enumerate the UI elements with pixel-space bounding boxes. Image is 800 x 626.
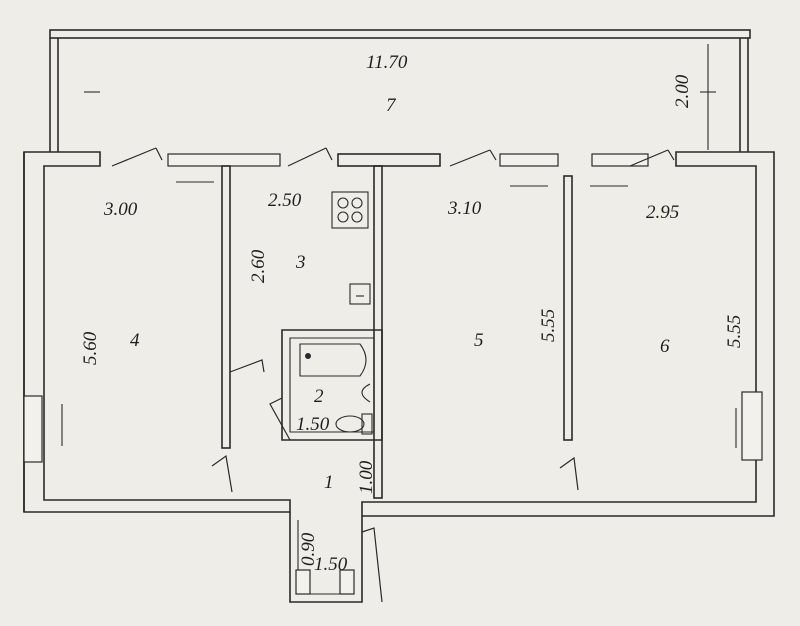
dimension-labels: 11.70 2.00 3.00 5.60 2.50 2.60 3.10 5.55… xyxy=(80,52,745,575)
room-label-6: 6 xyxy=(660,336,670,357)
balcony-doors xyxy=(111,147,675,167)
kitchen-sink-icon xyxy=(349,283,371,305)
window-room5 xyxy=(499,153,559,167)
room4-length: 5.60 xyxy=(80,331,101,365)
room-label-4: 4 xyxy=(130,330,140,351)
washbasin-icon xyxy=(361,383,371,403)
room5-length: 5.55 xyxy=(538,309,559,342)
room-label-5: 5 xyxy=(474,330,484,351)
balcony-depth: 2.00 xyxy=(672,74,693,108)
stove-icon xyxy=(331,191,369,229)
room-label-7: 7 xyxy=(386,95,397,116)
balcony-length: 11.70 xyxy=(366,52,408,73)
room-label-3: 3 xyxy=(295,252,306,273)
interior-doors xyxy=(211,359,579,603)
side-windows xyxy=(23,391,763,463)
toilet-icon xyxy=(335,413,373,435)
balcony xyxy=(49,29,751,152)
window-right xyxy=(741,391,763,461)
room-labels: 7 4 3 2 1 5 6 xyxy=(130,95,670,493)
kitchen-width: 2.50 xyxy=(268,190,302,211)
interior-walls xyxy=(221,165,573,499)
room5-width: 3.10 xyxy=(447,198,482,219)
bathroom-width: 1.50 xyxy=(296,414,330,435)
room6-width: 2.95 xyxy=(646,202,679,223)
hall-width: 1.00 xyxy=(356,460,377,494)
bathtub-icon xyxy=(299,343,367,377)
room-label-1: 1 xyxy=(324,472,334,493)
front-wall xyxy=(167,153,649,187)
window-room6 xyxy=(591,153,649,167)
room-label-2: 2 xyxy=(314,386,324,407)
window-left xyxy=(23,395,43,463)
window-room4 xyxy=(167,153,281,167)
room6-length: 5.55 xyxy=(724,315,745,348)
entrance xyxy=(289,512,363,603)
entry-width: 1.50 xyxy=(314,554,348,575)
entry-depth: 0.90 xyxy=(298,532,319,566)
room4-width: 3.00 xyxy=(103,199,138,220)
kitchen-length: 2.60 xyxy=(248,249,269,283)
